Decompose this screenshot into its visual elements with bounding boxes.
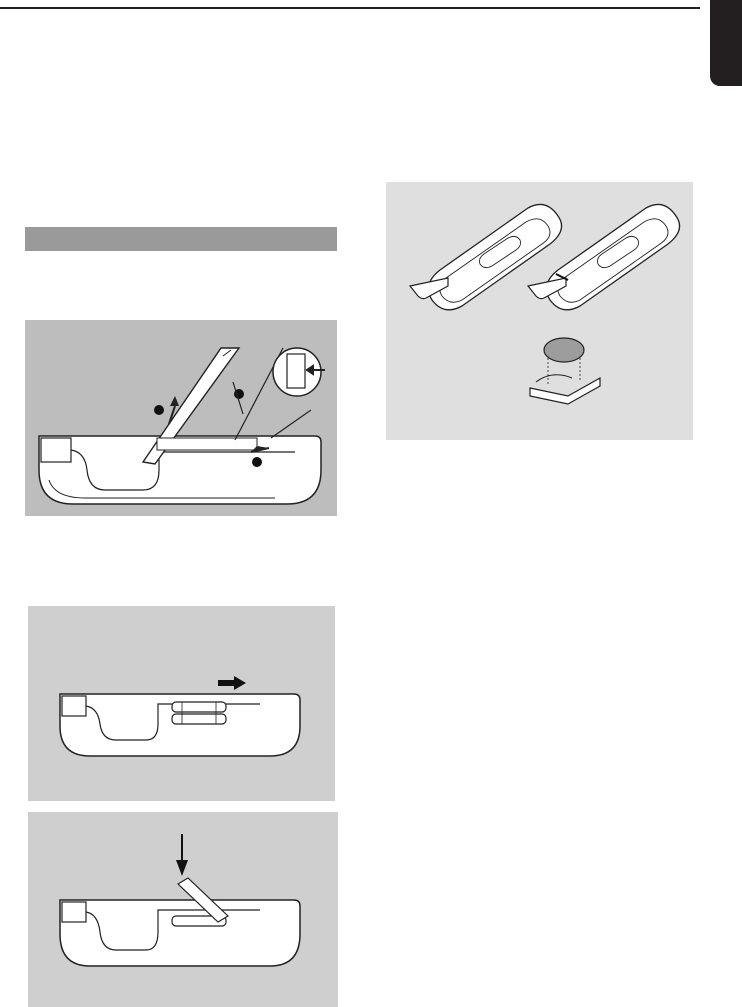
figure-remote-slide [28, 606, 335, 801]
section-heading-bar [25, 227, 337, 251]
remote-back-icon [28, 606, 335, 801]
coin-cell-icon [544, 338, 584, 384]
oval-remote-icon [386, 182, 693, 440]
figure-coin-battery [386, 182, 693, 440]
arrow-icon [176, 834, 188, 876]
figure-remote-insert [28, 812, 338, 1007]
language-tab [710, 0, 742, 86]
remote-back-icon [28, 812, 338, 1007]
arrow-icon [218, 676, 246, 690]
top-rule [0, 7, 700, 9]
remote-back-icon [25, 320, 337, 516]
battery-tray-icon [530, 375, 600, 404]
figure-remote-cover [25, 320, 337, 516]
